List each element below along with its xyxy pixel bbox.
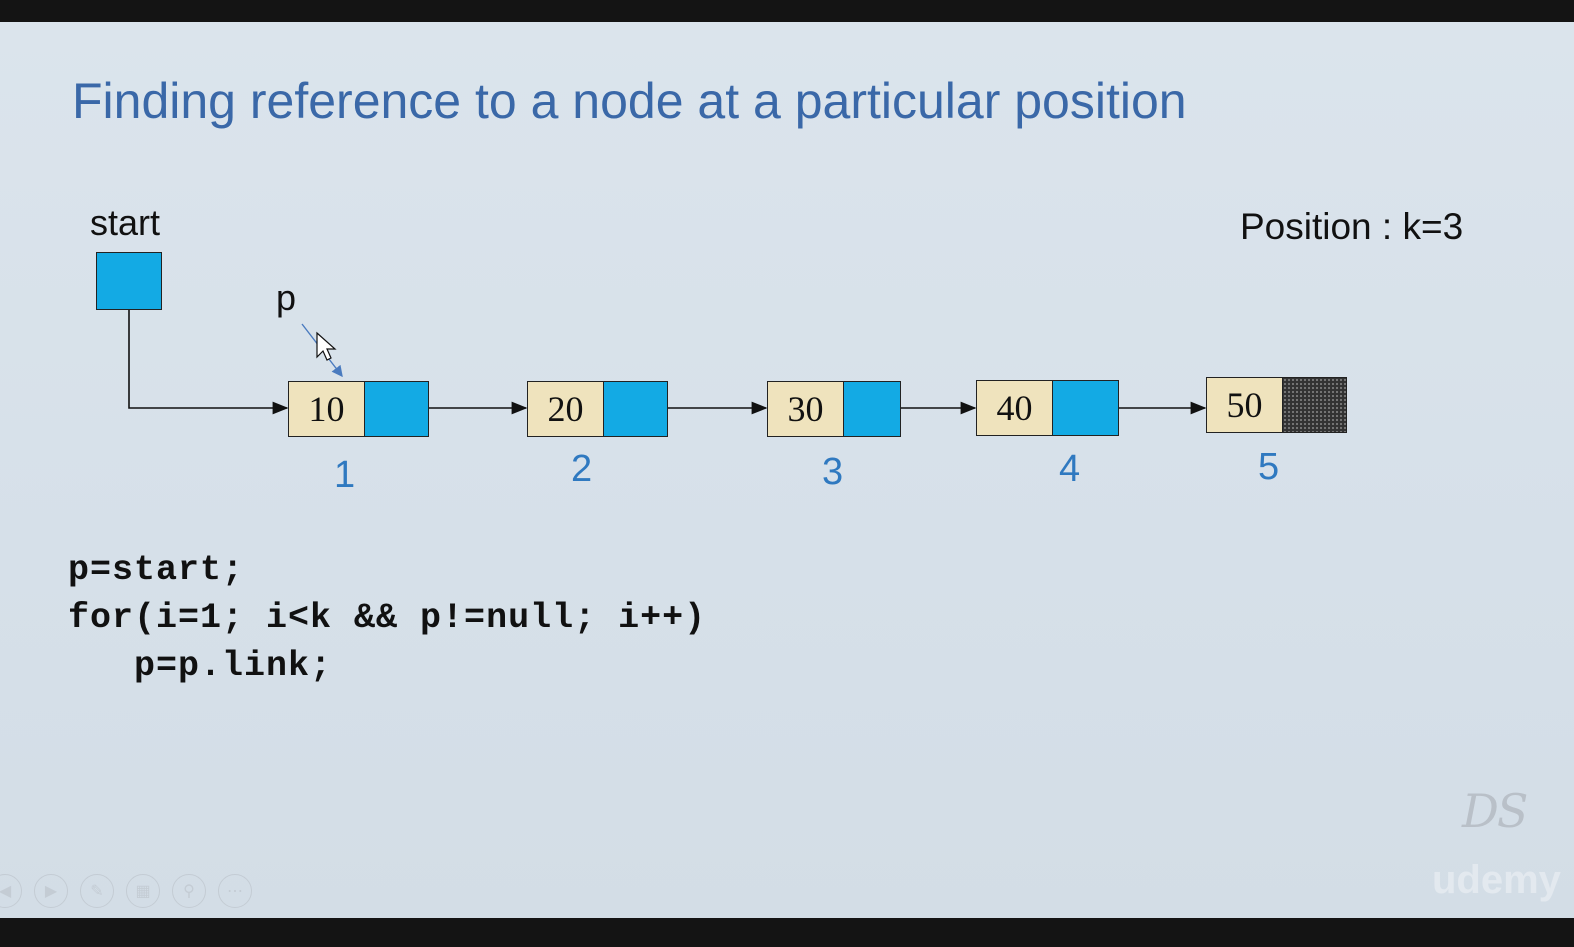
pen-icon[interactable]: ✎ [80,874,114,908]
window-top-bar [0,0,1574,22]
position-label: Position : k=3 [1240,206,1464,247]
node-link-null [1283,378,1346,432]
pointer-p-label: p [276,277,297,318]
code-block: p=start; for(i=1; i<k && p!=null; i++) p… [68,546,706,690]
next-icon[interactable]: ▶ [34,874,68,908]
node-info: 40 [977,381,1053,435]
node-link [844,382,900,436]
list-node-3: 30 [767,381,901,437]
prev-icon[interactable]: ◀ [0,874,22,908]
list-node-1: 10 [288,381,429,437]
node-link [365,382,428,436]
slide: Finding reference to a node at a particu… [0,22,1574,918]
node-index-3: 3 [822,451,844,493]
node-info: 30 [768,382,844,436]
slides-icon[interactable]: ▦ [126,874,160,908]
node-index-4: 4 [1059,448,1081,490]
list-node-4: 40 [976,380,1119,436]
node-info: 50 [1207,378,1283,432]
window-bottom-bar [0,918,1574,947]
list-node-2: 20 [527,381,668,437]
udemy-watermark: udemy [1432,858,1561,902]
zoom-icon[interactable]: ⚲ [172,874,206,908]
node-info: 10 [289,382,365,436]
node-index-1: 1 [334,454,356,496]
connector-arrows [128,310,1207,415]
slide-title: Finding reference to a node at a particu… [72,73,1187,129]
ds-logo: DS [1462,784,1528,838]
code-line: for(i=1; i<k && p!=null; i++) [68,598,707,638]
code-line: p=p.link; [68,646,333,686]
more-icon[interactable]: ⋯ [218,874,252,908]
list-node-5: 50 [1206,377,1347,433]
code-line: p=start; [68,550,245,590]
mouse-cursor-icon [316,331,337,361]
start-pointer-box [96,252,162,310]
node-index-2: 2 [571,448,593,490]
start-label: start [90,202,161,243]
start-to-node1-arrow [128,310,289,415]
node-info: 20 [528,382,604,436]
slide-toolbar: ◀ ▶ ✎ ▦ ⚲ ⋯ [0,874,252,908]
node-link [604,382,667,436]
node-index-5: 5 [1258,446,1280,488]
node-link [1053,381,1118,435]
